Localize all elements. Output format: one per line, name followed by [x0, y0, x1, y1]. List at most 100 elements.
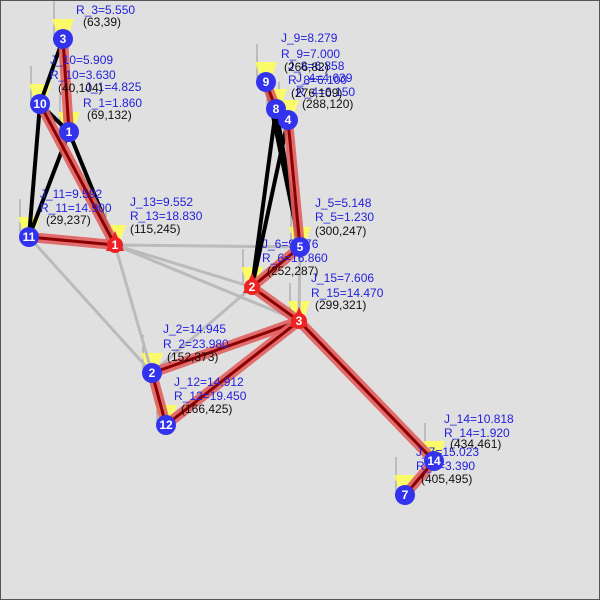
node-10-circle	[30, 94, 50, 114]
node-13[interactable]: 1	[106, 231, 124, 253]
gray-edge-11-2	[27, 235, 154, 375]
node-2-r-label: R_2=23.980	[163, 337, 229, 351]
red-edge-15-2	[150, 319, 301, 375]
node-7[interactable]: 7	[395, 485, 415, 505]
node-14-coord-label: (434,461)	[450, 437, 501, 451]
node-9[interactable]: 9	[256, 72, 276, 92]
node-1-number: 1	[66, 125, 73, 139]
node-15-coord-label: (299,321)	[315, 298, 366, 312]
node-6-coord-label: (252,287)	[267, 264, 318, 278]
gray-edge-13-15	[113, 243, 301, 323]
node-3[interactable]: 3	[53, 29, 73, 49]
node-14[interactable]: 14	[424, 451, 444, 471]
node-4-number: 4	[285, 113, 292, 127]
black-edge-8-6	[250, 107, 278, 289]
node-2-circle	[142, 363, 162, 383]
node-13-circle	[107, 237, 123, 253]
node-7-coord-label: (405,495)	[421, 472, 472, 486]
red-edge-5-6	[250, 245, 302, 289]
node-14-number: 14	[427, 454, 441, 468]
gray-edge-13-2	[113, 243, 154, 375]
gray-edge-13-5	[113, 243, 302, 249]
node-11-coord-label: (29,237)	[46, 213, 91, 227]
node-6[interactable]: 2	[243, 273, 261, 295]
node-6-r-label: R_6=16.860	[262, 251, 328, 265]
black-edge-4-6	[250, 118, 290, 289]
node-8-j-label: J_8=6.858	[288, 59, 345, 73]
node-7-number: 7	[402, 488, 409, 502]
node-15-r-label: R_15=14.470	[311, 286, 384, 300]
node-3-coord-label: (63,39)	[83, 15, 121, 29]
node-14-r-label: R_14=1.920	[444, 426, 510, 440]
node-5-r-label: R_5=1.230	[315, 210, 374, 224]
node-9-number: 9	[263, 75, 270, 89]
node-12-circle	[156, 415, 176, 435]
node-11-r-label: R_11=14.900	[40, 201, 112, 215]
node-8-circle	[266, 99, 286, 119]
node-5[interactable]: 5	[290, 237, 310, 257]
node-1[interactable]: 1	[59, 122, 79, 142]
node-2-coord-label: (152,373)	[167, 350, 218, 364]
node-10-number: 10	[33, 97, 47, 111]
node-15-circle	[291, 313, 307, 329]
node-9-coord-label: (266,82)	[284, 60, 329, 74]
node-10[interactable]: 10	[30, 94, 50, 114]
node-4-r-label: R_4=6.150	[296, 85, 355, 99]
node-13-coord-label: (115,245)	[130, 222, 180, 236]
node-2-number: 2	[149, 366, 156, 380]
node-1-j-label: J_1=4.825	[85, 80, 142, 94]
node-12[interactable]: 12	[156, 415, 176, 435]
node-3-r-label: R_3=5.550	[76, 3, 135, 17]
node-3-number: 3	[60, 32, 67, 46]
node-2[interactable]: 2	[142, 363, 162, 383]
node-11-number: 11	[23, 230, 36, 244]
red-edge-15-12	[164, 319, 301, 427]
node-1-coord-label: (69,132)	[87, 108, 132, 122]
node-5-number: 5	[297, 240, 304, 254]
node-15-j-label: J_15=7.606	[311, 271, 374, 285]
node-8-number: 8	[273, 102, 280, 116]
node-14-j-label: J_14=10.818	[444, 412, 514, 426]
node-12-r-label: R_12=19.450	[174, 389, 247, 403]
gray-edge-13-6	[113, 243, 254, 289]
node-14-circle	[424, 451, 444, 471]
node-11[interactable]: 11	[19, 227, 39, 247]
red-edge-11-13	[27, 235, 117, 247]
node-10-j-label: J_10=5.909	[50, 53, 113, 67]
node-4-coord-label: (288,120)	[302, 97, 353, 111]
node-13-j-label: J_13=9.552	[130, 195, 193, 209]
black-edge-10-11	[27, 102, 42, 239]
node-15[interactable]: 3	[290, 307, 308, 329]
node-12-j-label: J_12=14.912	[174, 375, 244, 389]
node-11-circle	[19, 227, 39, 247]
node-13-r-label: R_13=18.830	[130, 209, 203, 223]
node-12-coord-label: (166,425)	[181, 402, 232, 416]
node-9-j-label: J_9=8.279	[281, 31, 338, 45]
node-1-r-label: R_1=1.860	[83, 96, 142, 110]
gray-edge-6-2	[150, 285, 254, 375]
red-edge-10-13	[38, 102, 117, 247]
node-11-j-label: J_11=9.592	[40, 187, 102, 201]
node-10-coord-label: (40,104)	[58, 81, 103, 95]
node-15-number: 3	[296, 314, 303, 328]
node-7-circle	[395, 485, 415, 505]
node-8[interactable]: 8	[266, 99, 286, 119]
node-4-j-label: J_4=4.639	[296, 71, 353, 85]
node-10-r-label: R_10=3.630	[50, 68, 116, 82]
node-5-coord-label: (300,247)	[315, 224, 366, 238]
node-5-j-label: J_5=5.148	[315, 196, 372, 210]
node-12-number: 12	[159, 418, 173, 432]
node-5-circle	[290, 237, 310, 257]
node-9-r-label: R_9=7.000	[281, 47, 340, 61]
red-edge-15-14	[297, 319, 436, 463]
node-8-r-label: R_8=6.100	[288, 73, 347, 87]
node-1-circle	[59, 122, 79, 142]
node-9-circle	[256, 72, 276, 92]
node-13-number: 1	[112, 238, 119, 252]
node-3-circle	[53, 29, 73, 49]
node-6-circle	[244, 279, 260, 295]
red-edge-4-5	[286, 118, 302, 249]
node-8-coord-label: (276,109)	[291, 86, 342, 100]
